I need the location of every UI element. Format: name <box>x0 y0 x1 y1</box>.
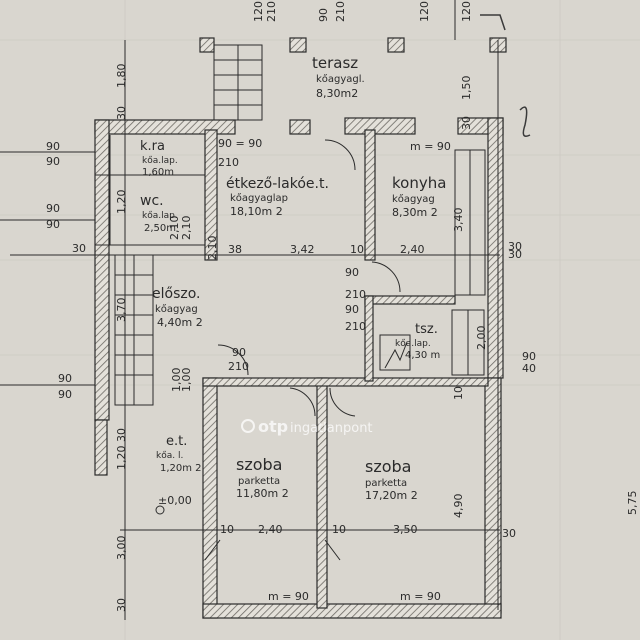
dim-right: 30 <box>508 248 522 261</box>
room-szoba1-floor: parketta <box>238 476 280 487</box>
room-konyha-floor: kőagyag <box>392 193 435 205</box>
dim-top: 210 <box>334 1 347 22</box>
dim-right: 4,90 <box>452 494 465 519</box>
room-etkezo-area: 18,10m 2 <box>230 205 283 218</box>
dim-top: 120 <box>460 1 473 22</box>
dim-left: 1,20 <box>115 446 128 471</box>
dim-right: 3,40 <box>452 208 465 233</box>
dim-top: 120 <box>418 1 431 22</box>
room-et-floor: kőa. l. <box>156 451 183 461</box>
dim-left: 90 <box>46 202 60 215</box>
dim-inner: 2,40 <box>400 243 425 256</box>
room-szoba1-area: 11,80m 2 <box>236 487 289 500</box>
dim-inner: 90 <box>232 346 246 359</box>
room-wc-name: wc. <box>140 193 164 209</box>
dim-inner: 2,40 <box>258 523 283 536</box>
dim-inner: 90 <box>345 303 359 316</box>
room-et-name: e.t. <box>166 434 187 449</box>
dim-inner: 38 <box>228 243 242 256</box>
room-et-area: 1,20m 2 <box>160 463 202 474</box>
room-szoba2-floor: parketta <box>365 478 407 489</box>
dim-inner: 2,10 <box>168 216 181 241</box>
dim-inner: 1,20 <box>115 190 128 215</box>
dim-left: 30 <box>115 428 128 442</box>
watermark-brand: otp <box>258 417 288 436</box>
dim-inner: 90 = 90 <box>218 137 262 150</box>
dim-top: 210 <box>265 1 278 22</box>
room-eloszoba-area: 4,40m 2 <box>157 316 203 329</box>
dim-inner: 210 <box>345 320 366 333</box>
room-wc-floor: kőa.lap. <box>142 211 178 221</box>
room-kamra-area: 1,60m <box>142 167 174 178</box>
room-szoba2-area: 17,20m 2 <box>365 489 418 502</box>
dim-top: 90 <box>317 8 330 22</box>
linework <box>0 0 500 620</box>
dim-inner: m = 90 <box>400 590 441 603</box>
dim-inner: 90 <box>345 266 359 279</box>
dim-right: 90 <box>522 350 536 363</box>
room-tarolo-name: tsz. <box>415 322 438 337</box>
dim-left: 30 <box>115 106 128 120</box>
dim-inner: m = 90 <box>268 590 309 603</box>
room-eloszoba-name: előszo. <box>152 286 200 302</box>
dim-inner: 2,10 <box>206 236 219 261</box>
dim-inner: 2,10 <box>180 216 193 241</box>
dim-left: 90 <box>46 155 60 168</box>
dim-inner: 1,00 <box>180 368 193 393</box>
dim-left: 90 <box>46 218 60 231</box>
room-kamra-name: k.ra <box>140 139 165 154</box>
room-szoba1-name: szoba <box>236 455 282 474</box>
room-szoba2-name: szoba <box>365 457 411 476</box>
dim-left: 3,00 <box>115 536 128 561</box>
room-kamra-floor: kőa.lap. <box>142 156 178 166</box>
walls <box>94 37 507 619</box>
room-konyha-area: 8,30m 2 <box>392 206 438 219</box>
dim-inner: ±0,00 <box>158 494 192 507</box>
corner-scribble <box>480 14 531 137</box>
dim-inner: 210 <box>218 156 239 169</box>
dim-right: 30 <box>460 116 473 130</box>
room-terasz-area: 8,30m2 <box>316 87 358 100</box>
dim-left: 90 <box>58 372 72 385</box>
dim-inner: 30 <box>508 240 522 253</box>
dim-inner: 1,00 <box>170 368 183 393</box>
dim-right: 40 <box>522 362 536 375</box>
room-terasz-floor: kőagyagl. <box>316 73 365 85</box>
room-wc-area: 2,50m <box>144 223 176 234</box>
room-etkezo-floor: kőagyaglap <box>230 192 288 204</box>
dim-left: 1,80 <box>115 64 128 89</box>
watermark: otp ingatlanpont <box>241 417 373 436</box>
dim-inner: 210 <box>228 360 249 373</box>
dim-inner: 2,00 <box>475 326 488 351</box>
room-eloszoba-floor: kőagyag <box>155 303 198 315</box>
room-labels: terasz kőagyagl. 8,30m2 k.ra kőa.lap. 1,… <box>140 54 446 502</box>
dim-left: 30 <box>72 242 86 255</box>
room-terasz-name: terasz <box>312 54 358 72</box>
room-tarolo-area: 4,30 m <box>405 350 440 361</box>
dim-inner: 3,50 <box>393 523 418 536</box>
dim-right: 1,50 <box>460 76 473 101</box>
watermark-logo-icon <box>241 419 255 433</box>
dim-left: 30 <box>115 598 128 612</box>
room-konyha-name: konyha <box>392 174 446 192</box>
dimensions: 120 210 90 210 120 120 1,50 30 3,40 30 1… <box>46 1 639 612</box>
dim-right: 5,75 <box>626 491 639 516</box>
watermark-rest: ingatlanpont <box>290 421 373 436</box>
dim-right: 30 <box>502 527 516 540</box>
dim-left: 90 <box>58 388 72 401</box>
room-etkezo-name: étkező-lakóe.t. <box>226 176 329 192</box>
dim-inner: 3,42 <box>290 243 315 256</box>
room-tarolo-floor: kőa.lap. <box>395 339 431 349</box>
dim-left: 3,70 <box>115 298 128 323</box>
dim-left: 90 <box>46 140 60 153</box>
dim-inner: 10 <box>220 523 234 536</box>
dim-right: 10 <box>452 386 465 400</box>
dim-inner: m = 90 <box>410 140 451 153</box>
dim-inner: 10 <box>350 243 364 256</box>
dim-top: 120 <box>252 1 265 22</box>
dim-inner: 210 <box>345 288 366 301</box>
dim-inner: 10 <box>332 523 346 536</box>
